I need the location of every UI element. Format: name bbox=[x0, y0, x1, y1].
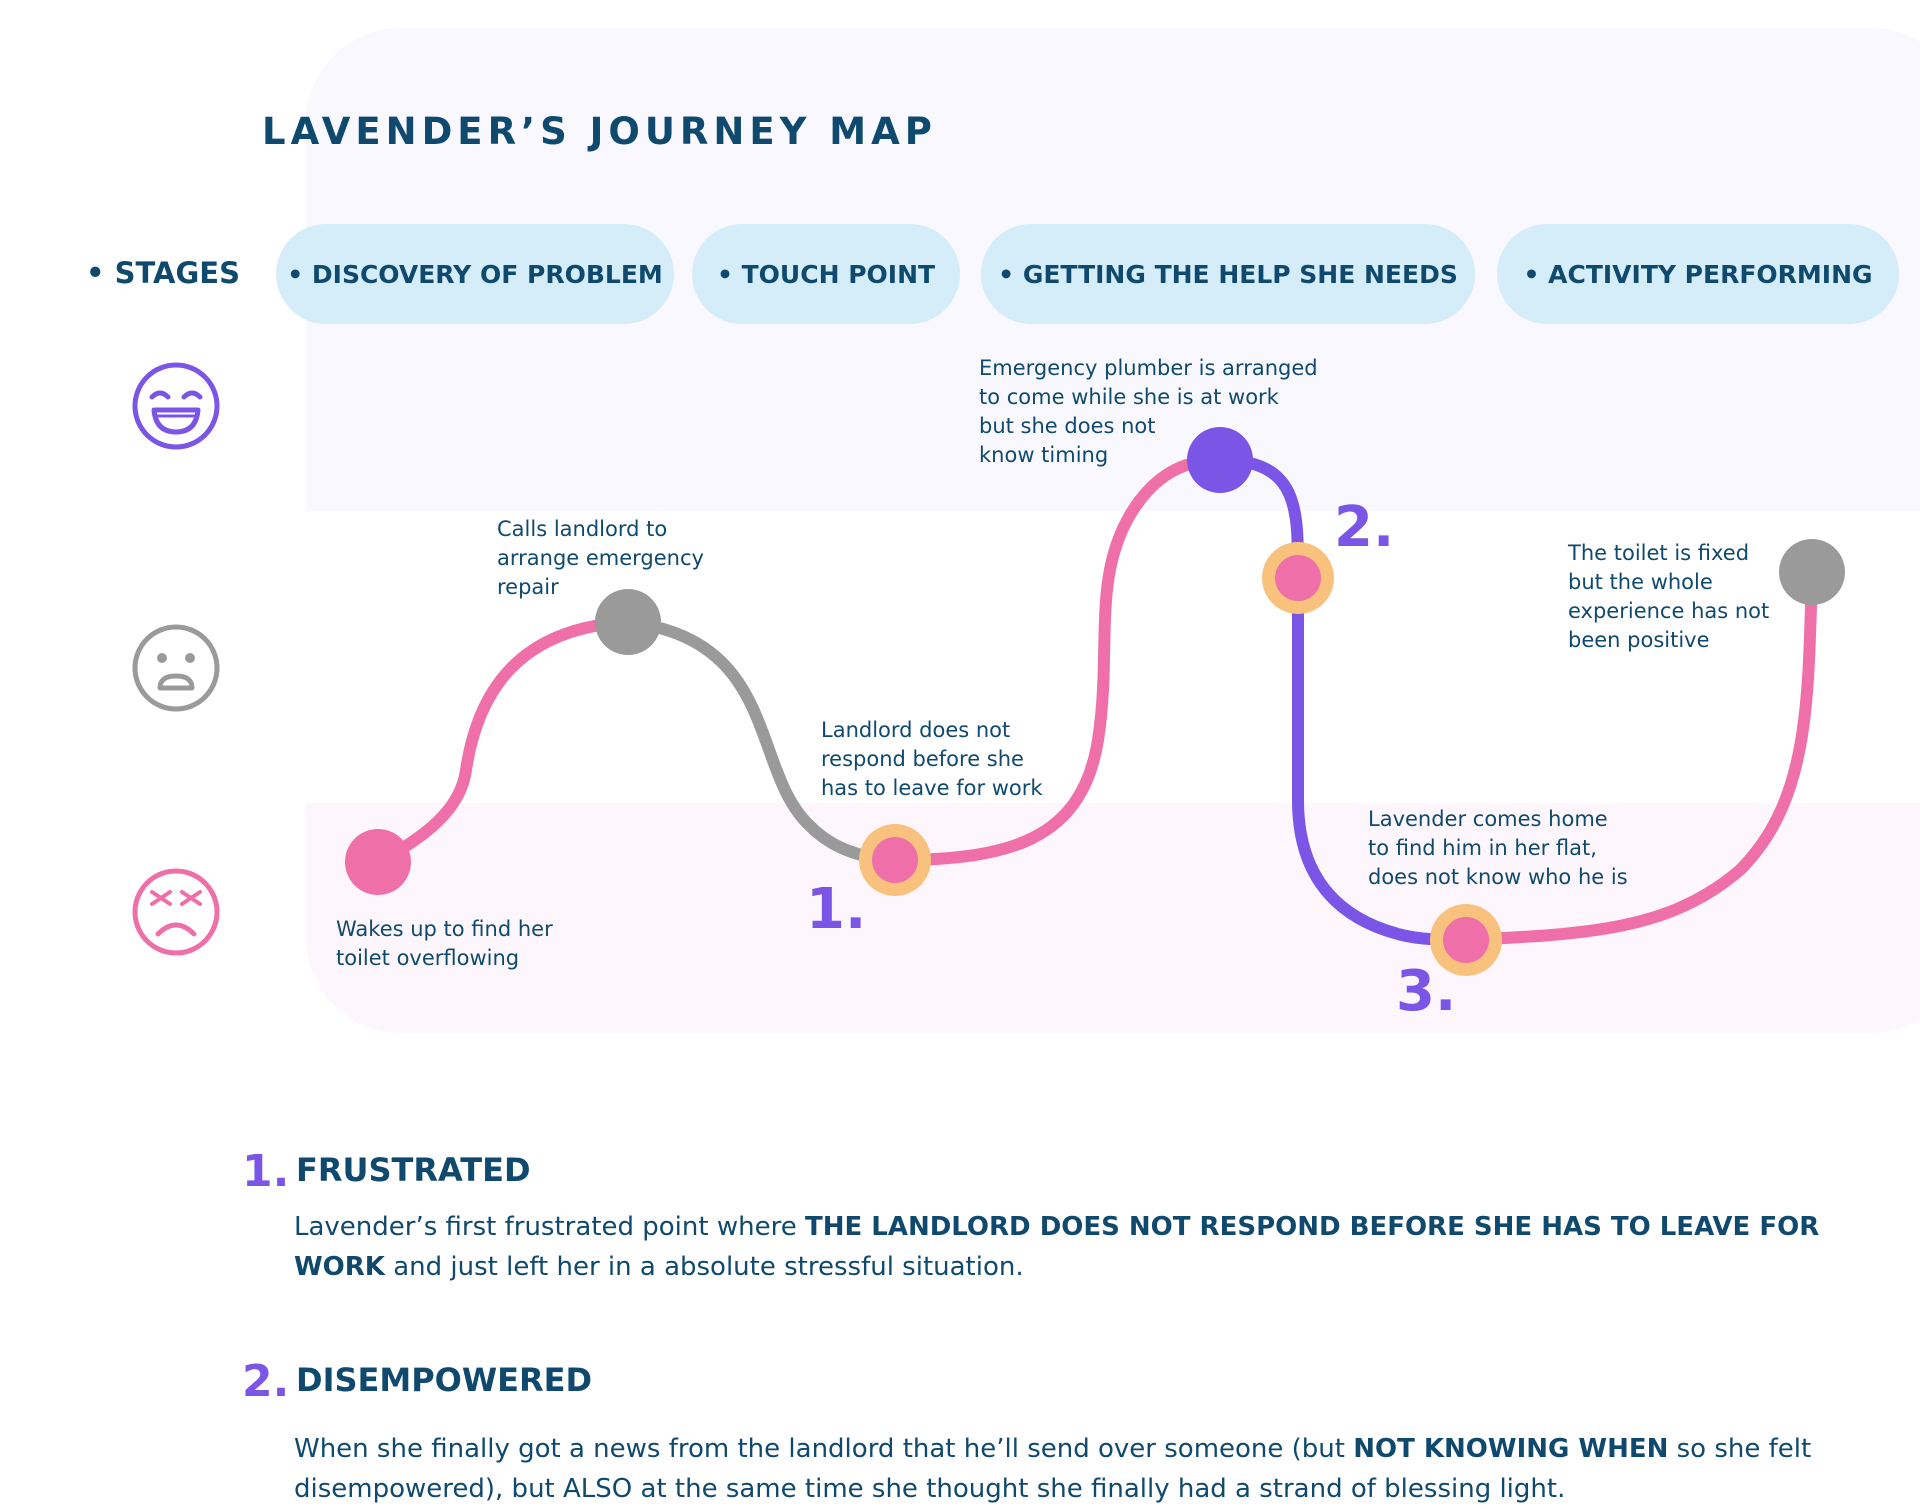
annotation-line: respond before she bbox=[821, 747, 1024, 771]
point-fixed bbox=[1779, 539, 1845, 605]
section-1-heading: FRUSTRATED bbox=[296, 1151, 531, 1189]
annotation-line: repair bbox=[497, 575, 559, 599]
point-no-response bbox=[872, 837, 918, 883]
annotation-line: toilet overflowing bbox=[336, 946, 520, 970]
annotation-line: experience has not bbox=[1568, 599, 1770, 623]
annotation-line: Emergency plumber is arranged bbox=[979, 356, 1318, 380]
annotation-no-response: Landlord does not respond before she has… bbox=[821, 716, 1043, 803]
annotation-line: does not know who he is bbox=[1368, 865, 1628, 889]
curve-segment-3 bbox=[889, 454, 1226, 866]
stage-touch-point: • TOUCH POINT bbox=[692, 224, 960, 324]
annotation-line: but she does not bbox=[979, 414, 1156, 438]
section-1-body-text-end: and just left her in a absolute stressfu… bbox=[384, 1252, 1024, 1282]
section-2-number: 2. bbox=[242, 1356, 290, 1407]
point-comes-home bbox=[1443, 917, 1489, 963]
curve-segment-2 bbox=[622, 616, 901, 866]
annotation-line: arrange emergency bbox=[497, 546, 704, 570]
curve-segment-4 bbox=[1214, 454, 1472, 946]
section-2-body: When she finally got a news from the lan… bbox=[294, 1429, 1854, 1509]
happy-face-icon bbox=[132, 362, 220, 450]
section-2-body-text-end: so she felt disempowered), but ALSO at t… bbox=[294, 1434, 1812, 1504]
point-plumber bbox=[1187, 427, 1253, 493]
stage-getting-help: • GETTING THE HELP SHE NEEDS bbox=[981, 224, 1475, 324]
pain-point-3-label: 3. bbox=[1396, 959, 1457, 1024]
annotation-fixed: The toilet is fixed but the whole experi… bbox=[1568, 539, 1769, 655]
annotation-line: but the whole bbox=[1568, 570, 1713, 594]
pain-point-2-label: 2. bbox=[1334, 495, 1395, 560]
point-disempowered bbox=[1275, 555, 1321, 601]
section-1-body-emphasis: THE LANDLORD DOES NOT RESPOND BEFORE SHE… bbox=[294, 1212, 1820, 1282]
annotation-line: been positive bbox=[1568, 628, 1710, 652]
annotation-line: Landlord does not bbox=[821, 718, 1011, 742]
journey-curve bbox=[345, 427, 1845, 976]
annotation-line: to find him in her flat, bbox=[1368, 836, 1597, 860]
section-2-heading: DISEMPOWERED bbox=[296, 1361, 593, 1399]
section-2-body-emphasis: NOT KNOWING WHEN bbox=[1353, 1434, 1669, 1464]
annotation-line: The toilet is fixed bbox=[1568, 541, 1750, 565]
stages-label: • STAGES bbox=[86, 256, 240, 290]
annotation-line: know timing bbox=[979, 443, 1109, 467]
curve-segment-5 bbox=[1460, 566, 1818, 946]
angry-face-icon bbox=[132, 868, 220, 956]
stage-discovery: • DISCOVERY OF PROBLEM bbox=[276, 224, 674, 324]
pain-point-1-label: 1. bbox=[806, 877, 867, 942]
section-2-body-text: When she finally got a news from the lan… bbox=[294, 1434, 1354, 1464]
annotation-line: to come while she is at work bbox=[979, 385, 1279, 409]
curve-segment-1 bbox=[372, 616, 634, 868]
point-wake bbox=[345, 829, 411, 895]
section-1-body-text: Lavender’s first frustrated point where bbox=[294, 1212, 805, 1242]
section-1-body: Lavender’s first frustrated point where … bbox=[294, 1207, 1854, 1287]
annotation-wake: Wakes up to find her toilet overflowing bbox=[336, 915, 553, 973]
section-1-number: 1. bbox=[242, 1146, 290, 1197]
neutral-face-icon bbox=[132, 624, 220, 712]
annotation-calls: Calls landlord to arrange emergency repa… bbox=[497, 515, 704, 602]
annotation-line: Calls landlord to bbox=[497, 517, 668, 541]
annotation-line: Lavender comes home bbox=[1368, 807, 1608, 831]
annotation-line: has to leave for work bbox=[821, 776, 1043, 800]
annotation-plumber: Emergency plumber is arranged to come wh… bbox=[979, 354, 1318, 470]
point-calls bbox=[595, 589, 661, 655]
stage-activity: • ACTIVITY PERFORMING bbox=[1497, 224, 1899, 324]
annotation-comes-home: Lavender comes home to find him in her f… bbox=[1368, 805, 1628, 892]
annotation-line: Wakes up to find her bbox=[336, 917, 553, 941]
page-title: LAVENDER’S JOURNEY MAP bbox=[262, 110, 937, 153]
